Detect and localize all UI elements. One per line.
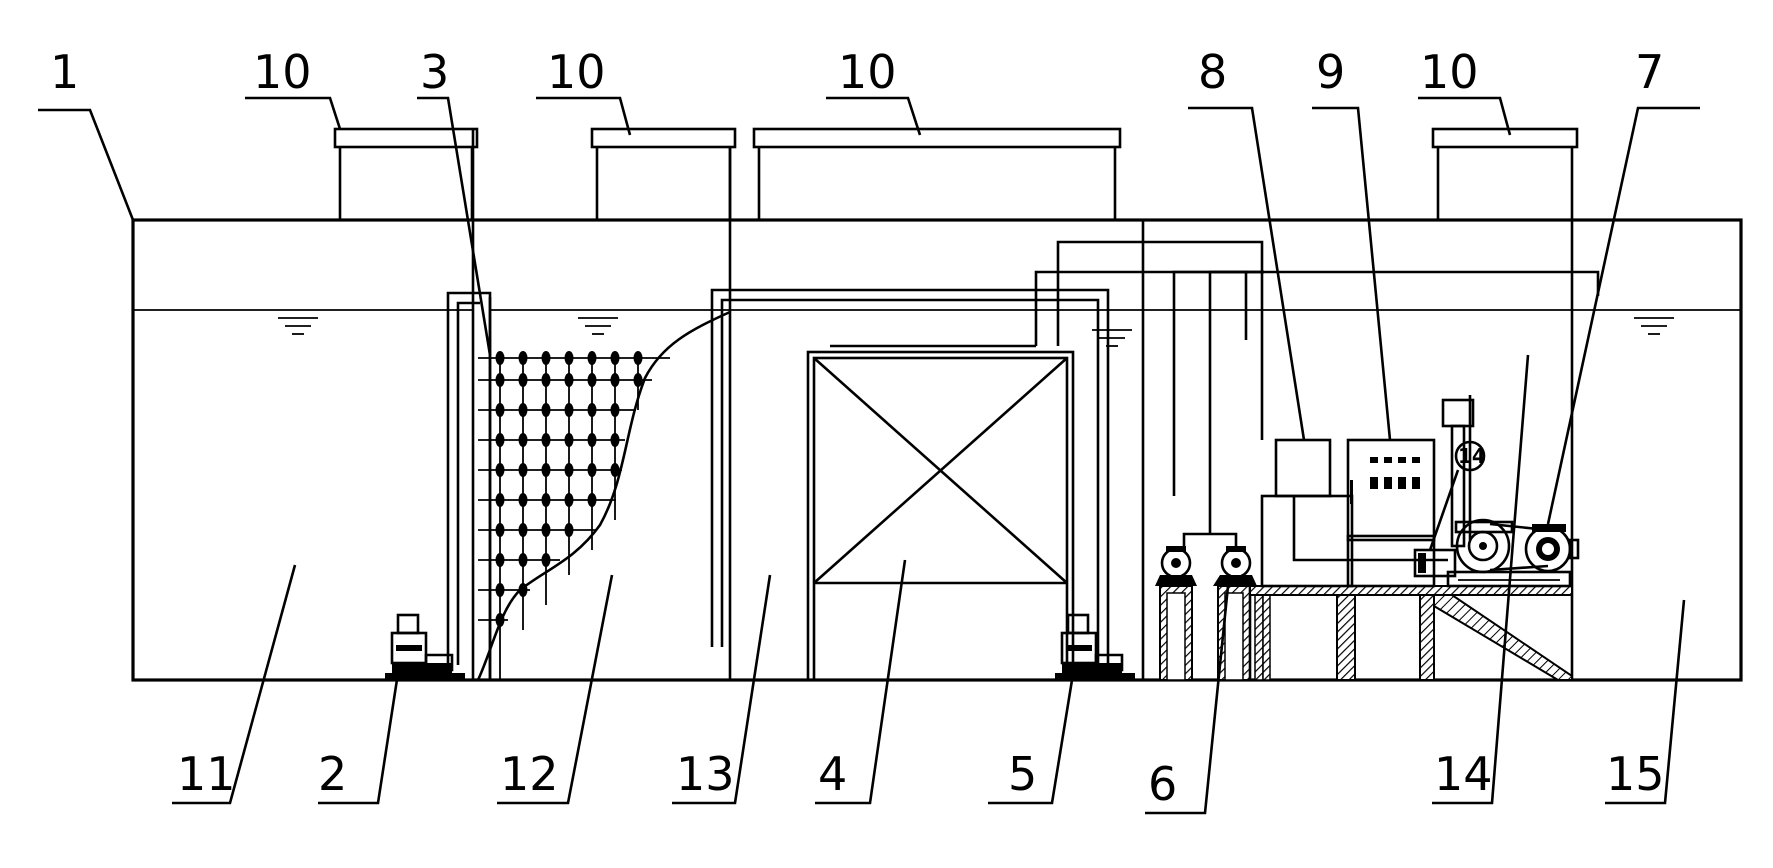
chamber-13-pipe [710, 288, 1110, 680]
submersible-pump-5 [1055, 613, 1135, 680]
lift-pipe [446, 291, 492, 680]
fill-media-grid [476, 310, 731, 681]
label-3: 3 [420, 45, 449, 99]
leader-lines [38, 96, 1700, 815]
label-5: 5 [1008, 747, 1037, 801]
label-9: 9 [1316, 45, 1345, 99]
water-level-symbols [278, 317, 1674, 347]
label-10-c: 10 [838, 45, 897, 99]
label-11: 11 [177, 747, 236, 801]
label-4: 4 [818, 747, 847, 801]
label-10-d: 10 [1420, 45, 1479, 99]
reference-numerals: 1 10 3 10 10 8 9 10 7 11 2 12 13 4 5 6 1… [50, 45, 1665, 811]
label-8: 8 [1198, 45, 1227, 99]
access-covers [333, 127, 1579, 220]
label-10-b: 10 [547, 45, 606, 99]
label-14-small: 14 [1458, 444, 1486, 468]
label-1: 1 [50, 45, 79, 99]
label-6: 6 [1148, 757, 1177, 811]
blower-assembly [1413, 395, 1580, 588]
label-10-a: 10 [253, 45, 312, 99]
label-12: 12 [500, 747, 559, 801]
label-2: 2 [318, 747, 347, 801]
label-15: 15 [1606, 747, 1665, 801]
label-13: 13 [676, 747, 735, 801]
equipment-room [1159, 585, 1573, 681]
control-cabinet [1346, 438, 1436, 588]
label-14: 14 [1434, 747, 1493, 801]
circulation-pumps [1155, 532, 1257, 586]
submersible-pump-2 [385, 613, 465, 680]
aeration-unit [806, 270, 1248, 682]
label-7: 7 [1635, 45, 1664, 99]
